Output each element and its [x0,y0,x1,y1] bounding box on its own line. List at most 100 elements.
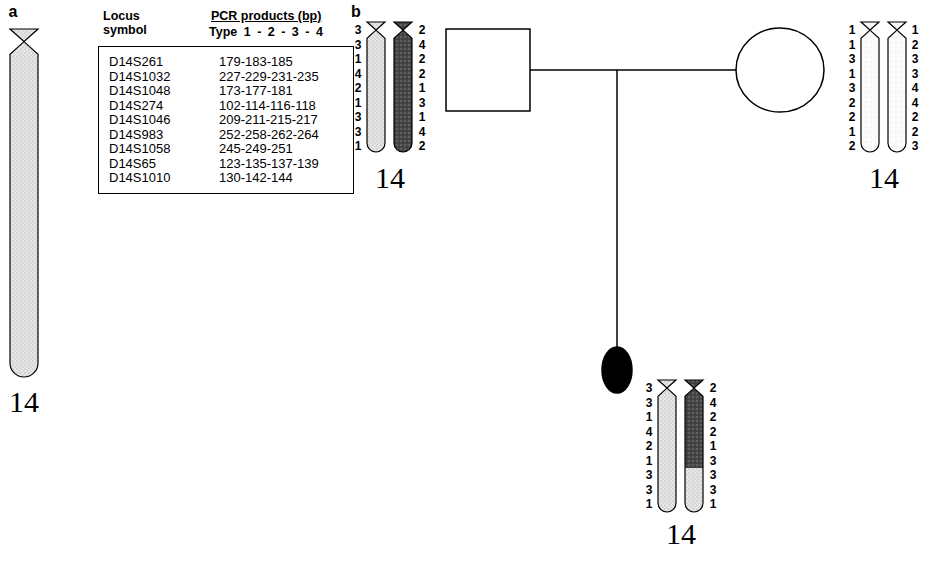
panel-letter: a [9,4,18,20]
allele-type: 3 [849,53,856,65]
allele-type: 3 [646,469,653,481]
chromosome-outline [685,380,703,512]
chromosome-fill [861,22,879,152]
pcr-product-sizes: 130-142-144 [219,171,293,185]
mother-circle [736,28,824,112]
pcr-product-sizes: 179-183-185 [219,55,293,69]
allele-type: 2 [419,24,426,36]
allele-type: 1 [419,82,426,94]
allele-type: 1 [710,440,717,452]
chromosome-number: 14 [666,519,696,549]
locus-symbol: D14S65 [109,157,156,171]
allele-type: 2 [710,382,717,394]
chromosome-outline [861,22,879,152]
allele-type: 3 [849,82,856,94]
pcr-product-sizes: 102-114-116-118 [219,99,316,113]
allele-type: 3 [355,111,362,123]
allele-type: 3 [710,469,717,481]
allele-type: 3 [710,484,717,496]
chromosome-outline [367,22,385,152]
chromosome-ideogram [10,29,38,377]
chromosome-fill [658,380,676,512]
chromosome-outline [394,22,412,152]
allele-type: 3 [355,24,362,36]
table-header: Type 1 - 2 - 3 - 4 [209,25,323,39]
allele-type: 2 [710,426,717,438]
allele-type: 2 [355,82,362,94]
chromosome-outline [658,380,676,512]
table-header: Locus symbol [103,9,155,37]
mating-line [530,69,736,71]
allele-type: 2 [912,126,919,138]
chromosome-group [10,22,906,512]
allele-type: 3 [912,140,919,152]
locus-symbol: D14S983 [109,128,163,142]
chromosome-number: 14 [375,163,405,193]
allele-type: 3 [646,484,653,496]
chromosome-outline [888,22,906,152]
chromosome-ideogram [685,380,703,512]
pcr-product-sizes: 252-258-262-264 [219,128,319,142]
chromosome-fill [367,22,385,152]
locus-symbol: D14S1058 [109,142,170,156]
allele-type: 1 [849,24,856,36]
allele-type: 2 [419,68,426,80]
allele-type: 3 [646,397,653,409]
allele-type: 3 [912,68,919,80]
allele-type: 1 [355,140,362,152]
allele-type: 1 [355,53,362,65]
allele-type: 4 [912,82,919,94]
chromosome-number: 14 [9,387,39,417]
pcr-product-sizes: 173-177-181 [219,84,293,98]
allele-type: 2 [849,111,856,123]
allele-type: 3 [912,53,919,65]
locus-symbol: D14S274 [109,99,163,113]
allele-type: 3 [646,382,653,394]
chromosome-ideogram [367,22,385,152]
allele-type: 1 [646,455,653,467]
allele-type: 1 [646,411,653,423]
allele-type: 1 [849,126,856,138]
chromosome-fill [394,22,412,152]
allele-type: 2 [419,140,426,152]
father-square [446,29,530,111]
affected-daughter [602,347,632,393]
allele-type: 3 [419,97,426,109]
allele-type: 2 [912,111,919,123]
allele-type: 1 [849,68,856,80]
chromosome-fill [10,29,38,377]
allele-type: 1 [849,39,856,51]
chromosome-fill [685,380,703,512]
chromosome-ideogram [861,22,879,152]
allele-type: 1 [912,24,919,36]
chromosome-outline [10,29,38,377]
allele-type: 3 [355,126,362,138]
chromosome-number: 14 [869,163,899,193]
allele-type: 1 [646,498,653,510]
pcr-product-sizes: 227-229-231-235 [219,70,319,84]
allele-type: 4 [646,426,653,438]
locus-table: Locus symbolPCR products (bp)Type 1 - 2 … [98,46,354,194]
allele-type: 1 [419,111,426,123]
chromosome-fill [888,22,906,152]
allele-type: 3 [355,39,362,51]
chromosome-ideogram [658,380,676,512]
locus-symbol: D14S1048 [109,84,170,98]
allele-type: 4 [355,68,362,80]
pcr-product-sizes: 245-249-251 [219,142,293,156]
locus-symbol: D14S261 [109,55,163,69]
panel-letter: b [351,4,361,20]
allele-type: 1 [355,97,362,109]
locus-symbol: D14S1010 [109,171,170,185]
allele-type: 2 [849,97,856,109]
allele-type: 2 [710,411,717,423]
allele-type: 2 [849,140,856,152]
table-header: PCR products (bp) [211,9,321,23]
locus-symbol: D14S1046 [109,113,170,127]
pcr-product-sizes: 209-211-215-217 [219,113,318,127]
locus-symbol: D14S1032 [109,70,170,84]
descent-line [616,70,618,347]
pcr-product-sizes: 123-135-137-139 [219,157,319,171]
allele-type: 2 [646,440,653,452]
